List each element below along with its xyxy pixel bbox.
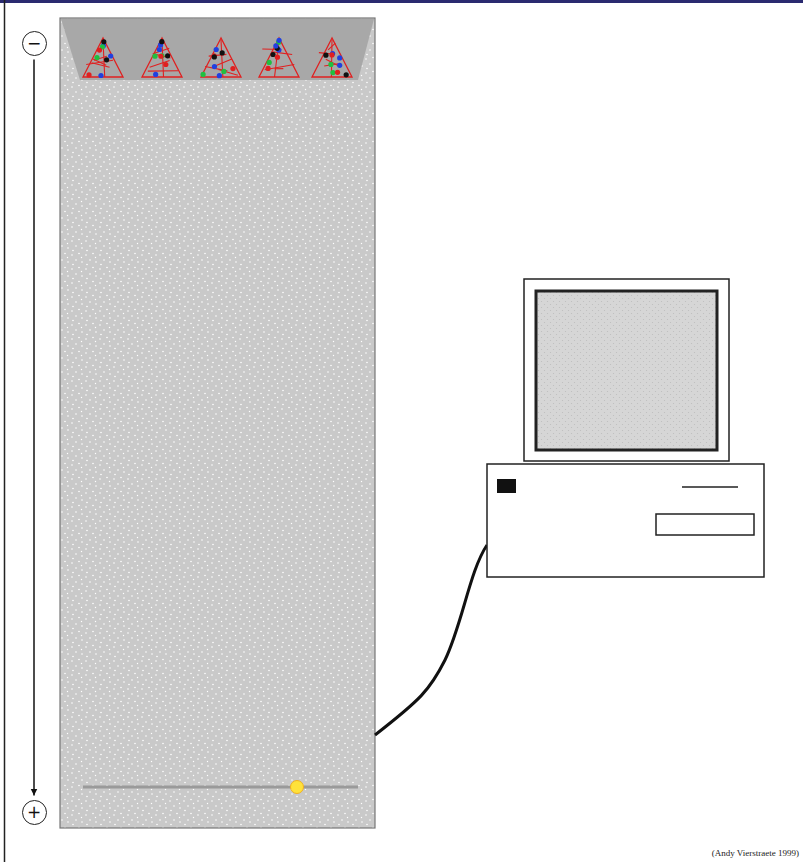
labelled-base	[270, 52, 275, 57]
labelled-base	[221, 69, 226, 74]
labelled-base	[344, 72, 349, 77]
labelled-base	[97, 48, 102, 53]
labelled-base	[158, 54, 163, 59]
labelled-base	[200, 72, 205, 77]
fragment-cluster	[259, 38, 299, 77]
labelled-base	[337, 63, 342, 68]
fragment-cluster	[312, 38, 352, 77]
labelled-base	[214, 47, 219, 52]
labelled-base	[267, 60, 272, 65]
drive-slot	[682, 486, 738, 488]
laser-beam	[83, 786, 358, 789]
labelled-base	[276, 38, 281, 43]
top-rule	[0, 0, 803, 3]
labelled-base	[101, 39, 106, 44]
labelled-base	[159, 53, 164, 58]
labelled-base	[157, 47, 162, 52]
labelled-base	[337, 55, 342, 60]
labelled-base	[220, 50, 225, 55]
terminal-circle: +	[22, 800, 47, 825]
fragment-cluster	[200, 38, 241, 78]
labelled-base	[153, 72, 158, 77]
loading-well	[61, 19, 374, 80]
labelled-base	[94, 55, 99, 60]
labelled-base	[273, 43, 278, 48]
labelled-base	[328, 62, 333, 67]
labelled-base	[104, 57, 109, 62]
left-rule	[4, 0, 6, 862]
labelled-base	[217, 73, 222, 78]
labelled-base	[108, 53, 113, 58]
labelled-base	[230, 66, 235, 71]
drive-bay	[656, 514, 754, 535]
labelled-base	[329, 52, 334, 57]
labelled-base	[265, 66, 270, 71]
terminal-circle: −	[22, 31, 47, 56]
fragment-outline	[142, 38, 182, 77]
labelled-base	[275, 55, 280, 60]
credit-note: (Andy Vierstraete 1999)	[712, 848, 799, 858]
power-light	[497, 479, 516, 493]
fragment-cluster	[142, 38, 182, 77]
fragment-outline	[312, 38, 352, 77]
detector-spot	[291, 781, 304, 794]
labelled-base	[165, 53, 170, 58]
labelled-base	[86, 72, 91, 77]
labelled-base	[212, 64, 217, 69]
labelled-base	[323, 53, 328, 58]
labelled-base	[330, 70, 335, 75]
labelled-base	[98, 73, 103, 78]
screen	[536, 291, 717, 450]
labelled-base	[152, 54, 157, 59]
fragment-outline	[259, 38, 299, 77]
migration-arrow	[33, 60, 35, 796]
polarity-sign: −	[27, 35, 41, 52]
dna-fragments	[83, 38, 352, 79]
gel	[60, 18, 375, 828]
monitor	[524, 279, 729, 461]
labelled-base	[335, 70, 340, 75]
fragment-outline	[83, 38, 123, 77]
labelled-base	[212, 54, 217, 59]
fragment-outline	[201, 38, 241, 77]
labelled-base	[159, 39, 164, 44]
cable	[375, 545, 487, 735]
fragment-strand	[150, 61, 170, 68]
polarity-sign: +	[27, 804, 41, 821]
computer-case	[487, 464, 764, 577]
fragment-cluster	[83, 38, 123, 78]
labelled-base	[163, 62, 168, 67]
